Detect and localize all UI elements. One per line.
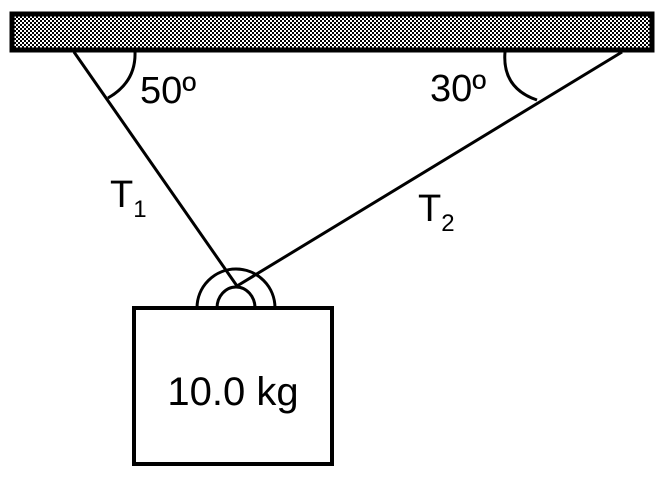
hook-inner	[215, 285, 257, 309]
tension-label-t1: T1	[110, 174, 147, 222]
t1-subscript: 1	[133, 196, 147, 223]
rope-t2	[236, 50, 623, 288]
angle-label-left: 50º	[140, 70, 197, 112]
rope-t1	[72, 51, 239, 287]
mass-box	[132, 306, 334, 466]
angle-arc-left	[107, 51, 137, 100]
angle-arc-right	[503, 51, 538, 102]
hook-outer	[195, 267, 277, 309]
angle-label-right: 30º	[430, 68, 487, 110]
t1-letter: T	[110, 174, 134, 216]
t2-letter: T	[418, 188, 442, 230]
t2-subscript: 2	[441, 210, 455, 237]
mass-label: 10.0 kg	[167, 370, 299, 414]
ceiling	[9, 11, 655, 53]
tension-label-t2: T2	[418, 188, 455, 236]
